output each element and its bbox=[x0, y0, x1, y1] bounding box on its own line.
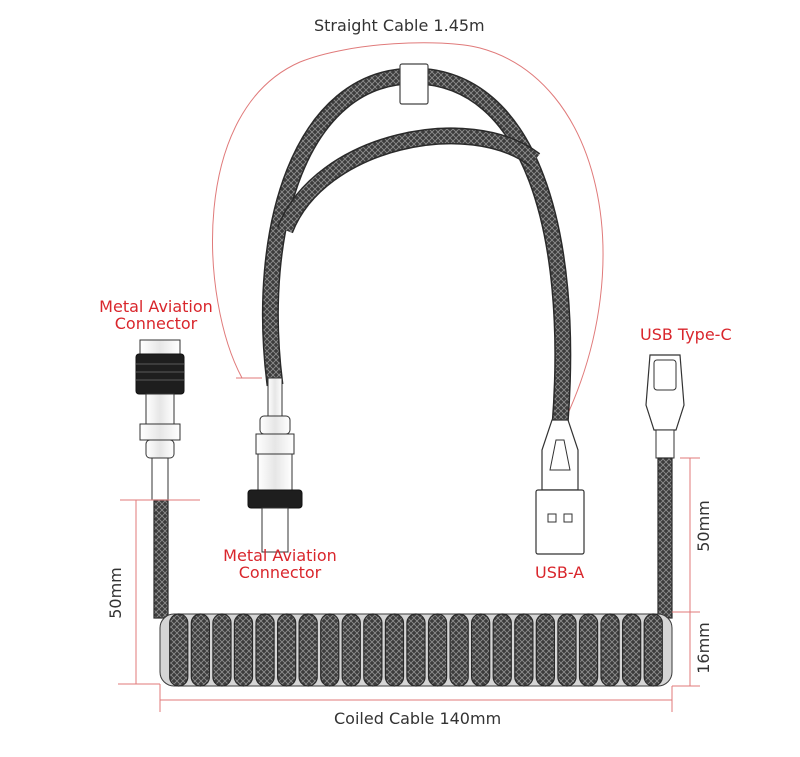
straight-cable-dimension-arc bbox=[212, 42, 604, 421]
coil-loop bbox=[212, 613, 232, 687]
coil-loop bbox=[514, 613, 534, 687]
coil-loop bbox=[427, 613, 448, 687]
coil-loop bbox=[492, 613, 512, 687]
aviation-top-label-line2: Connector bbox=[114, 314, 198, 333]
coil-loop bbox=[384, 613, 405, 687]
coil-loop bbox=[277, 613, 297, 687]
coil-loop bbox=[449, 613, 469, 687]
coil-loop bbox=[233, 613, 254, 687]
aviation-top-label-line1: Metal Aviation bbox=[99, 297, 213, 316]
aviation-connector-middle bbox=[247, 377, 303, 553]
cable-tie bbox=[399, 63, 429, 105]
straight-cable-label: Straight Cable 1.45m bbox=[314, 16, 485, 35]
coil-loop bbox=[471, 613, 491, 687]
coil-loop bbox=[298, 613, 318, 687]
coil-loop bbox=[169, 613, 189, 687]
coil-loop bbox=[557, 613, 577, 687]
dim-left-50-label: 50mm bbox=[106, 567, 125, 619]
coil-loop bbox=[578, 613, 599, 687]
coil-loop bbox=[363, 613, 383, 687]
left-vertical-cable bbox=[153, 499, 169, 619]
aviation-mid-label-line1: Metal Aviation bbox=[223, 546, 337, 565]
straight-cable-crossing-mesh bbox=[278, 128, 540, 233]
coiled-cable-label: Coiled Cable 140mm bbox=[334, 709, 502, 728]
coil-loop bbox=[341, 613, 361, 687]
coil-loop bbox=[406, 613, 426, 687]
usb-c-label: USB Type-C bbox=[640, 325, 732, 344]
dimension-lines bbox=[118, 457, 700, 712]
coil-loop bbox=[600, 613, 620, 687]
aviation-connector-left bbox=[135, 339, 185, 501]
coil-loop bbox=[320, 613, 340, 687]
aviation-top-label: Metal Aviation Connector bbox=[86, 299, 226, 332]
coil-loop bbox=[643, 613, 663, 687]
usb-c-connector bbox=[645, 354, 685, 459]
aviation-mid-label-line2: Connector bbox=[238, 563, 322, 582]
dim-right-16-label: 16mm bbox=[694, 622, 713, 674]
right-vertical-cable bbox=[657, 457, 673, 619]
coil-loop bbox=[190, 613, 211, 687]
usb-a-connector bbox=[535, 419, 585, 555]
aviation-mid-label: Metal Aviation Connector bbox=[210, 548, 350, 581]
coil-loop bbox=[535, 613, 555, 687]
coiled-cable bbox=[159, 613, 673, 687]
usb-a-label: USB-A bbox=[535, 563, 585, 582]
dim-right-50-label: 50mm bbox=[694, 500, 713, 552]
coil-loop bbox=[255, 613, 275, 687]
coil-loop bbox=[621, 613, 642, 687]
